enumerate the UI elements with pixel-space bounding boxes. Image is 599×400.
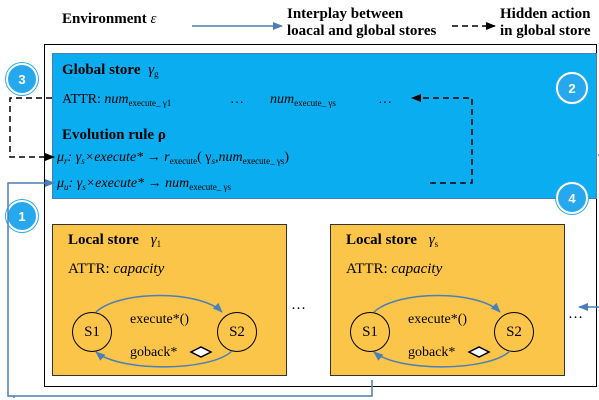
local-1-state-s2: S2 <box>217 312 257 352</box>
interplay-line2: loacal and global stores <box>287 23 437 39</box>
local-s-execute-label: execute*() <box>408 312 468 327</box>
local-1-goback-diamond <box>189 346 213 358</box>
local-store-1-attr: ATTR: capacity <box>68 261 165 277</box>
global-attr-ellipsis1: … <box>230 92 244 107</box>
local-1-state-s1: S1 <box>72 312 112 352</box>
local-1-goback-arc <box>95 350 233 368</box>
badge-1: 1 <box>6 200 38 232</box>
hidden-line2: in global store <box>500 23 591 39</box>
interplay-arrow-left <box>7 179 373 397</box>
local-s-goback-arc <box>373 350 511 368</box>
environment-symbol: ε <box>150 11 157 27</box>
badge-3: 3 <box>6 63 38 95</box>
hidden-loop-left <box>9 97 55 161</box>
rule-u: μu: γs×execute* → numexecute_ γs <box>57 176 231 192</box>
hidden-loop-right <box>411 94 473 184</box>
global-attr-line: ATTR: numexecute_ γ1 <box>62 92 172 108</box>
between-ellipsis: … <box>291 297 306 313</box>
environment-legend: Environment ε <box>62 11 156 28</box>
badge-2: 2 <box>556 72 588 104</box>
rule-r: μr: γs×execute* → rexecute( γs,numexecut… <box>57 150 289 166</box>
evolution-rule-title: Evolution rule ρ <box>62 127 166 143</box>
local-s-execute-arc <box>373 294 501 313</box>
local-1-execute-arc <box>95 294 223 313</box>
local-1-execute-label: execute*() <box>130 312 190 327</box>
global-attr-nums: numexecute_ γs <box>270 92 336 108</box>
global-attr-prefix: ATTR: <box>62 92 101 107</box>
environment-label: Environment <box>62 11 147 27</box>
global-attr-ellipsis2: … <box>378 92 392 107</box>
interplay-legend: Interplay between loacal and global stor… <box>287 6 436 40</box>
local-s-goback-diamond <box>467 346 491 358</box>
global-store-box <box>52 53 597 199</box>
local-s-state-s2: S2 <box>494 312 534 352</box>
local-s-goback-label: goback* <box>408 345 456 360</box>
local-store-s-title: Local store γs <box>346 232 439 249</box>
hidden-action-legend: Hidden action in global store <box>500 6 591 40</box>
local-store-s-attr: ATTR: capacity <box>346 261 443 277</box>
local-store-1-title: Local store γ1 <box>68 232 162 249</box>
badge-4: 4 <box>556 182 588 214</box>
local-s-state-s1: S1 <box>350 312 390 352</box>
local-1-goback-label: goback* <box>130 345 178 360</box>
interplay-line1: Interplay between <box>287 6 404 22</box>
hidden-line1: Hidden action <box>500 6 591 22</box>
global-store-title: Global store γg <box>62 62 159 79</box>
